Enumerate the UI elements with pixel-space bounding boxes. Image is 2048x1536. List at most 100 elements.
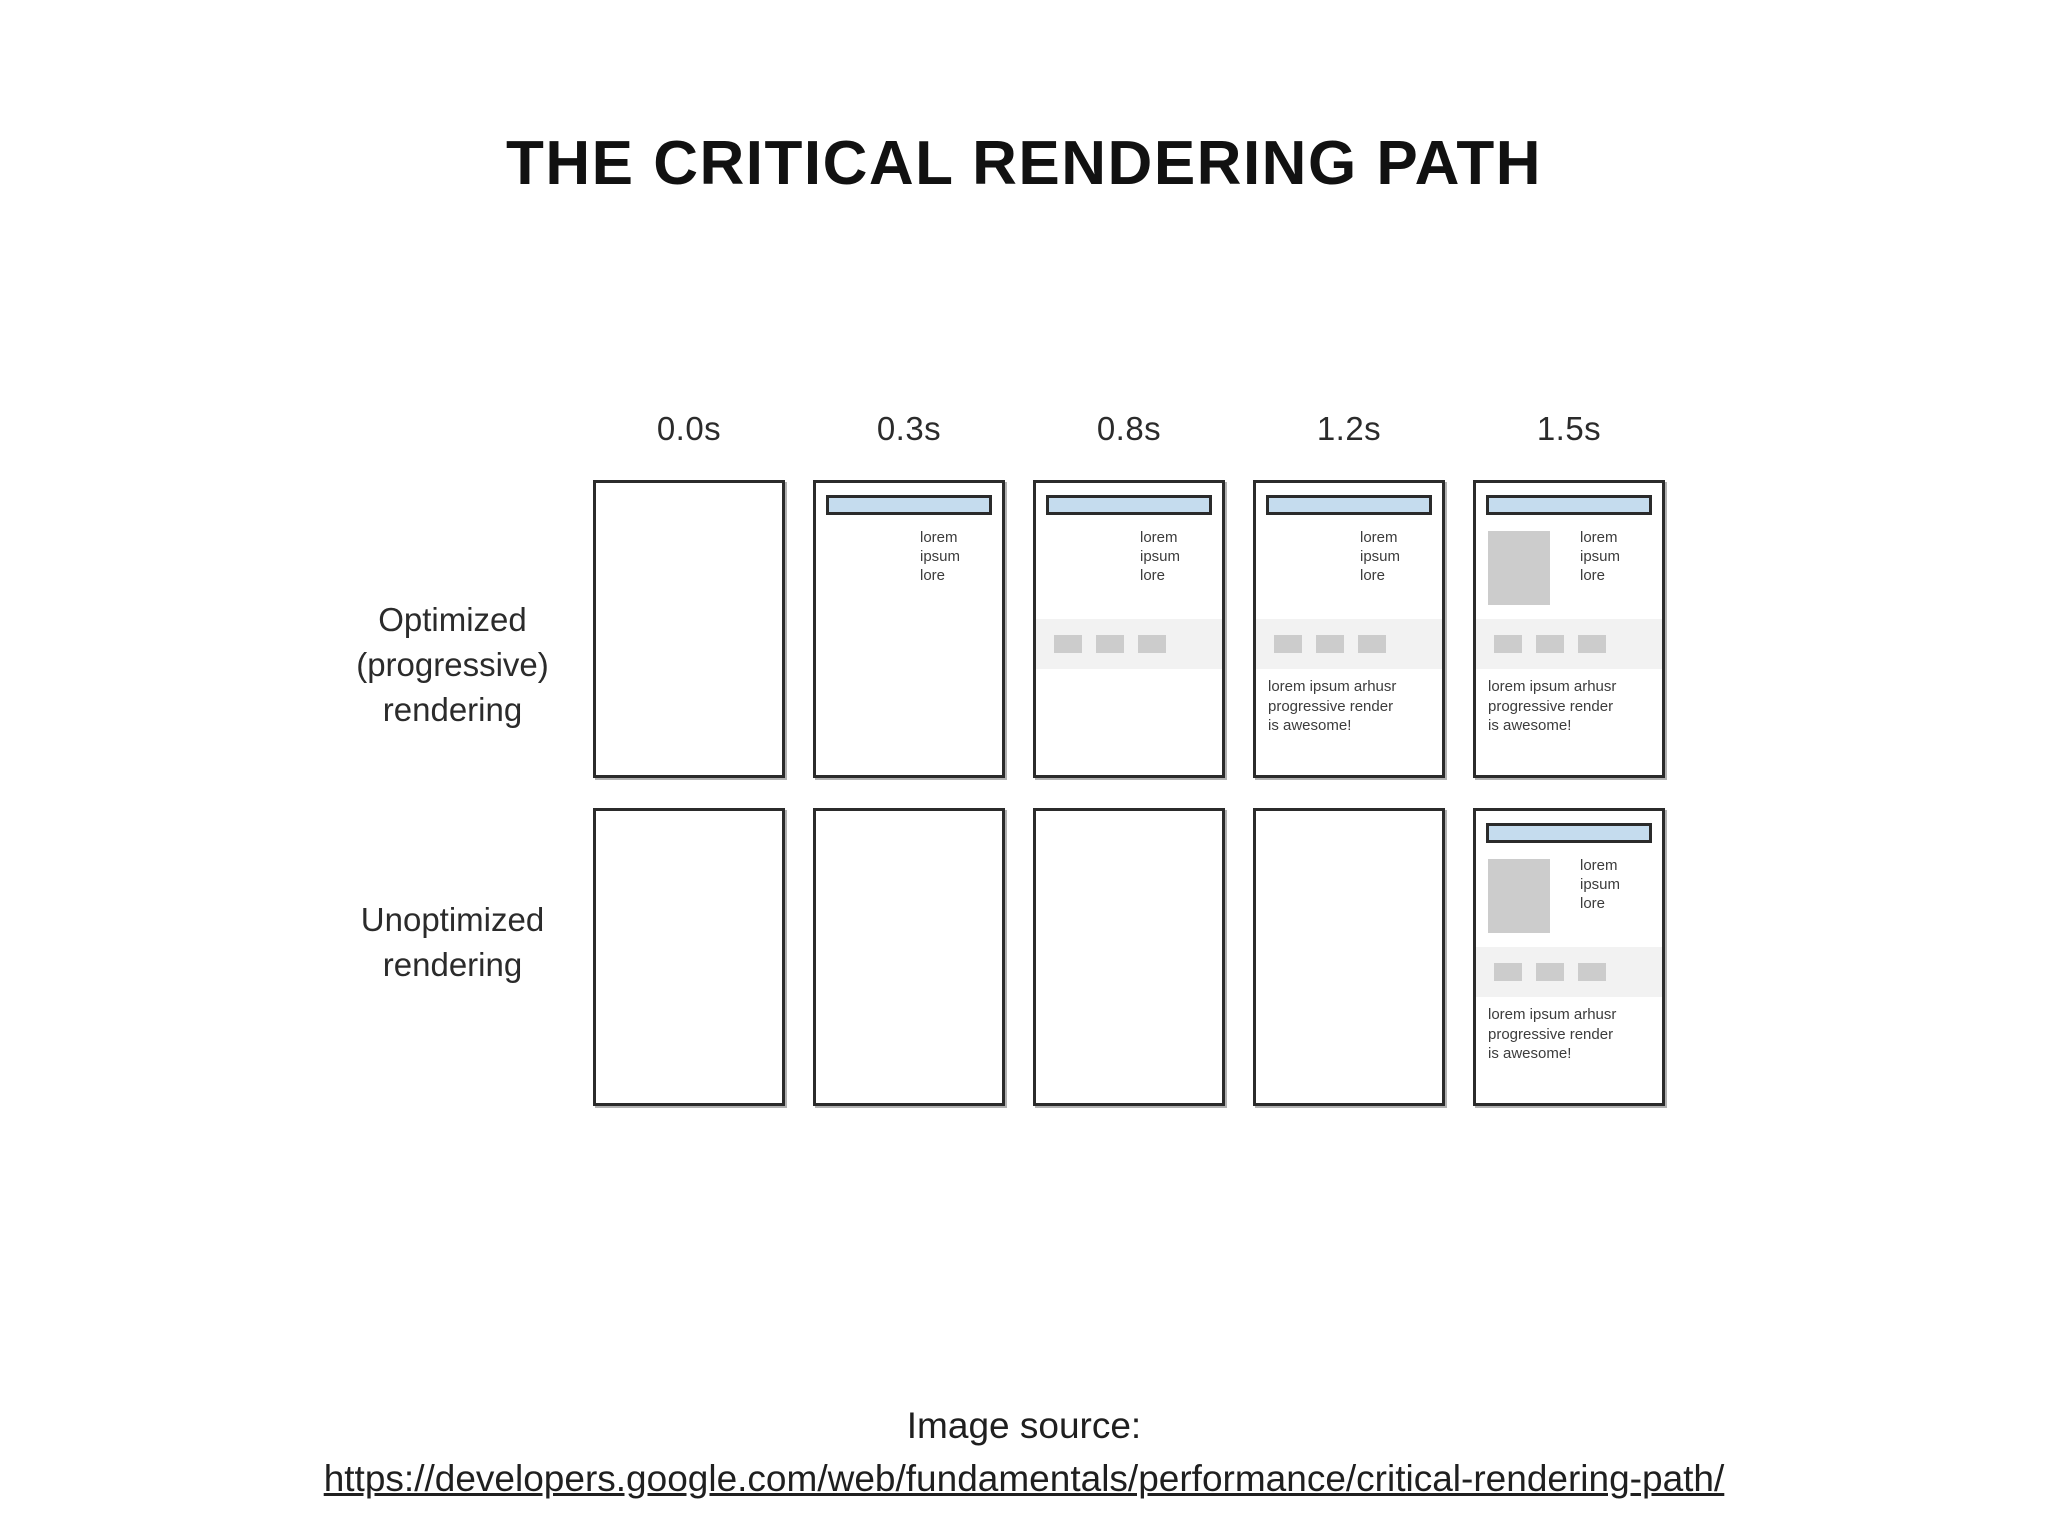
side-text: lorem ipsum lore (1140, 529, 1180, 586)
row-label-optimized-line-1: Optimized (378, 601, 527, 638)
nav-block-3 (1138, 635, 1166, 653)
side-text-line-1: lorem (1580, 529, 1618, 546)
frame-content (1036, 811, 1222, 1103)
page-title: THE CRITICAL RENDERING PATH (506, 129, 1542, 198)
nav-block-3 (1578, 635, 1606, 653)
nav-block-2 (1096, 635, 1124, 653)
paragraph-line-2: progressive render (1268, 697, 1394, 715)
nav-block-1 (1274, 635, 1302, 653)
side-text-line-1: lorem (1360, 529, 1398, 546)
frame-content (596, 483, 782, 775)
side-text-line-3: lore (1580, 566, 1606, 584)
image-placeholder (1488, 859, 1550, 933)
frame-optimized-0.8s: lorem ipsum lore (1033, 480, 1225, 778)
time-label-1: 0.3s (876, 410, 942, 447)
nav-block-2 (1536, 635, 1564, 653)
nav-block-3 (1358, 635, 1386, 653)
frame-optimized-0.0s (593, 480, 785, 778)
paragraph-text: lorem ipsum arhusr progressive render is… (1488, 677, 1654, 736)
image-source-link[interactable]: https://developers.google.com/web/fundam… (323, 1457, 1725, 1499)
frame-optimized-1.2s: lorem ipsum lore lorem ipsum arhusr prog… (1253, 480, 1445, 778)
paragraph-text: lorem ipsum arhusr progressive render is… (1268, 677, 1434, 736)
header-bar (826, 495, 992, 515)
paragraph-line-3: is awesome! (1488, 717, 1572, 734)
paragraph-line-2: progressive render (1488, 1025, 1614, 1043)
row-label-unoptimized-line-1: Unoptimized (360, 901, 545, 938)
body-row: lorem ipsum lore (1488, 529, 1652, 607)
side-text-line-3: lore (1140, 566, 1166, 584)
side-text-line-2: ipsum (1360, 547, 1401, 565)
row-label-optimized-line-2: (progressive) (356, 645, 549, 683)
row-label-unoptimized: Unoptimized rendering (330, 898, 575, 988)
side-text-line-2: ipsum (1140, 547, 1181, 565)
paragraph-line-1: lorem ipsum arhusr (1488, 678, 1617, 695)
nav-block-3 (1578, 963, 1606, 981)
nav-strip (1476, 619, 1662, 669)
frame-content: lorem ipsum lore (1036, 483, 1222, 775)
frame-unoptimized-1.2s (1253, 808, 1445, 1106)
side-text-line-1: lorem (1140, 529, 1178, 546)
side-text-line-3: lore (920, 566, 946, 584)
side-text-line-2: ipsum (1580, 547, 1621, 565)
paragraph-text: lorem ipsum arhusr progressive render is… (1488, 1005, 1654, 1064)
paragraph-line-1: lorem ipsum arhusr (1268, 678, 1397, 695)
frame-optimized-0.3s: lorem ipsum lore (813, 480, 1005, 778)
frame-content: lorem ipsum lore lorem ipsum arhusr prog… (1476, 811, 1662, 1103)
nav-strip (1256, 619, 1442, 669)
nav-blocks (1054, 635, 1166, 653)
frame-content (596, 811, 782, 1103)
side-text-line-1: lorem (1580, 857, 1618, 874)
side-text: lorem ipsum lore (1360, 529, 1400, 586)
image-placeholder (1488, 531, 1550, 605)
paragraph-line-2: progressive render (1488, 697, 1614, 715)
nav-blocks (1274, 635, 1386, 653)
nav-block-1 (1494, 635, 1522, 653)
nav-block-1 (1054, 635, 1082, 653)
frame-content: lorem ipsum lore lorem ipsum arhusr prog… (1476, 483, 1662, 775)
nav-block-1 (1494, 963, 1522, 981)
side-text-line-3: lore (1580, 894, 1606, 912)
header-bar (1486, 495, 1652, 515)
side-text: lorem ipsum lore (920, 529, 960, 586)
time-label-0: 0.0s (656, 410, 722, 447)
time-label-3: 1.2s (1316, 410, 1382, 447)
time-label-4: 1.5s (1536, 410, 1602, 447)
paragraph-line-1: lorem ipsum arhusr (1488, 1006, 1617, 1023)
image-source-label: Image source: (906, 1405, 1142, 1446)
header-bar (1486, 823, 1652, 843)
image-source-caption: Image source: https://developers.google.… (0, 1400, 2048, 1505)
timeline-header: 0.0s 0.3s 0.8s 1.2s 1.5s (593, 410, 1703, 470)
row-label-unoptimized-line-2: rendering (382, 945, 523, 983)
side-text-line-3: lore (1360, 566, 1386, 584)
row-label-optimized-line-3: rendering (382, 690, 523, 728)
frame-unoptimized-0.0s (593, 808, 785, 1106)
frame-content: lorem ipsum lore (816, 483, 1002, 775)
header-bar (1266, 495, 1432, 515)
side-text-line-1: lorem (920, 529, 958, 546)
paragraph-line-3: is awesome! (1268, 717, 1352, 734)
frame-unoptimized-0.3s (813, 808, 1005, 1106)
frame-content: lorem ipsum lore lorem ipsum arhusr prog… (1256, 483, 1442, 775)
time-label-2: 0.8s (1096, 410, 1162, 447)
frame-unoptimized-0.8s (1033, 808, 1225, 1106)
row-label-optimized: Optimized (progressive) rendering (330, 598, 575, 733)
side-text-line-2: ipsum (920, 547, 961, 565)
frame-optimized-1.5s: lorem ipsum lore lorem ipsum arhusr prog… (1473, 480, 1665, 778)
nav-strip (1476, 947, 1662, 997)
nav-strip (1036, 619, 1222, 669)
paragraph-line-3: is awesome! (1488, 1045, 1572, 1062)
body-row: lorem ipsum lore (828, 529, 992, 607)
critical-rendering-path-diagram: 0.0s 0.3s 0.8s 1.2s 1.5s Optimized (prog… (330, 410, 1730, 1130)
body-row: lorem ipsum lore (1268, 529, 1432, 607)
header-bar (1046, 495, 1212, 515)
nav-blocks (1494, 963, 1606, 981)
nav-block-2 (1316, 635, 1344, 653)
side-text: lorem ipsum lore (1580, 529, 1620, 586)
nav-block-2 (1536, 963, 1564, 981)
frame-content (816, 811, 1002, 1103)
side-text-line-2: ipsum (1580, 875, 1621, 893)
frame-unoptimized-1.5s: lorem ipsum lore lorem ipsum arhusr prog… (1473, 808, 1665, 1106)
body-row: lorem ipsum lore (1488, 857, 1652, 935)
body-row: lorem ipsum lore (1048, 529, 1212, 607)
side-text: lorem ipsum lore (1580, 857, 1620, 914)
